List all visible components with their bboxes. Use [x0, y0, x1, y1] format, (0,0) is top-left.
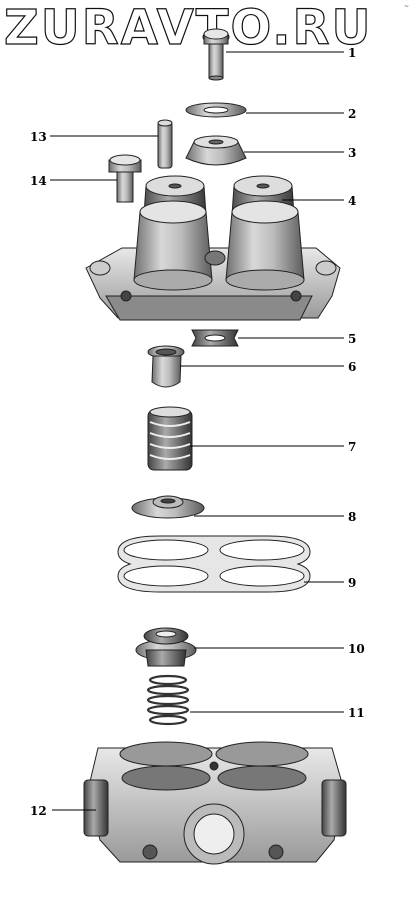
part-5-clip [191, 329, 239, 347]
leader-lines [50, 51, 344, 811]
callout-6: 6 [348, 360, 356, 374]
callout-2: 2 [348, 107, 356, 121]
callout-3: 3 [348, 146, 356, 160]
callout-7: 7 [348, 440, 356, 454]
part-9-gasket [117, 535, 311, 593]
callout-1: 1 [348, 46, 356, 60]
part-11-spring [146, 674, 190, 726]
corner-mark: ~ [404, 3, 409, 10]
callout-8: 8 [348, 510, 356, 524]
callout-4: 4 [348, 194, 356, 208]
callout-5: 5 [348, 332, 356, 346]
callout-14: 14 [30, 174, 47, 188]
callout-9: 9 [348, 576, 356, 590]
part-1-screw [202, 28, 230, 81]
part-12-lower-housing [83, 741, 347, 865]
part-14-screw [108, 154, 142, 203]
part-2-washer [185, 102, 247, 118]
callout-13: 13 [30, 130, 47, 144]
part-13-pin [157, 119, 173, 169]
part-10-valve-seat [135, 627, 197, 667]
part-7-spring [147, 406, 193, 471]
watermark: ZURAVTO.RU [4, 0, 372, 56]
part-4-upper-body [85, 175, 341, 321]
part-8-disc [131, 495, 205, 519]
part-3-seat [185, 135, 247, 166]
callout-11: 11 [348, 706, 365, 720]
part-6-valve [147, 345, 185, 388]
callout-10: 10 [348, 642, 365, 656]
callout-12: 12 [30, 804, 47, 818]
